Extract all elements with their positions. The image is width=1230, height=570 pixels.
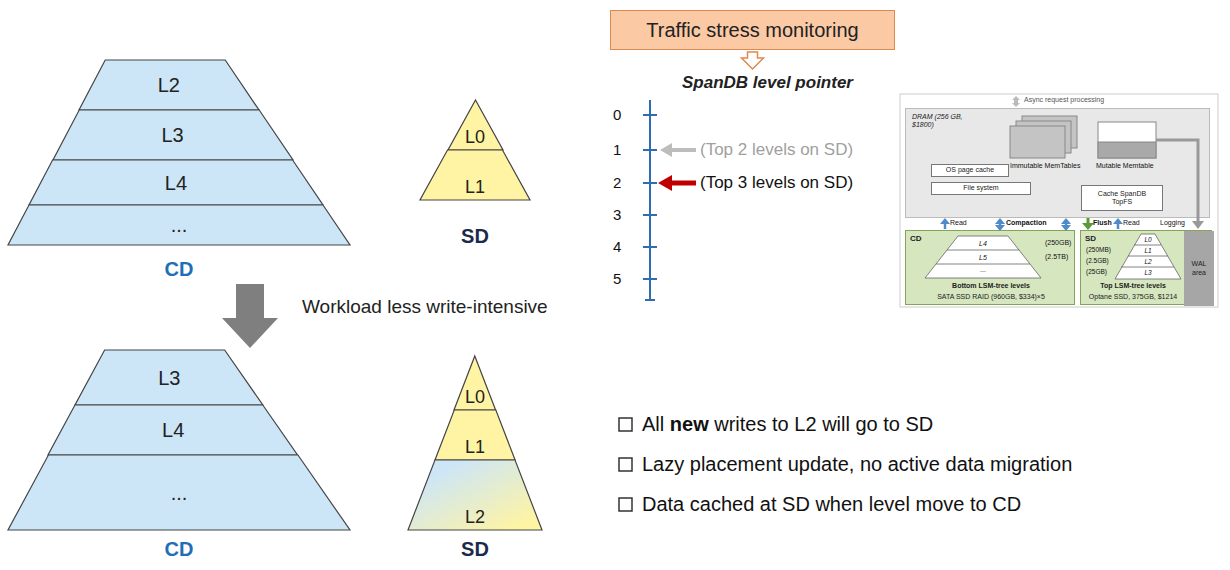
- fs-box: File system: [931, 182, 1031, 195]
- box-text: SpanDB level pointer: [682, 73, 853, 93]
- size-label: (250MB): [1086, 246, 1111, 253]
- bullet-text: Data cached at SD when level move to CD: [642, 493, 1021, 516]
- arrow-label: Flush: [1093, 219, 1112, 227]
- level-band: L3: [75, 350, 263, 405]
- level-name: L3: [158, 367, 180, 389]
- pointer-heading: SpanDB level pointer: [655, 71, 880, 95]
- pointer-note: (Top 2 levels on SD): [700, 140, 853, 160]
- level-name: ...: [171, 482, 188, 504]
- cd-level-pyramid: CD L3L4...: [8, 350, 350, 562]
- level-label: L2: [1144, 258, 1151, 265]
- level-band: ...: [8, 455, 350, 530]
- axis-tick-label: 5: [613, 270, 621, 287]
- panel-text: SD: [1085, 234, 1096, 243]
- axis-tick-label: 1: [613, 141, 621, 158]
- sd-level-triangle: SD L0L1L2: [408, 356, 542, 562]
- level-name: L1: [465, 178, 485, 198]
- box-text: OS page cache: [946, 166, 994, 174]
- edge-label: Workload less write-intensive: [300, 296, 550, 318]
- level-label: L1: [1144, 247, 1151, 254]
- inset-figure: [900, 94, 1218, 307]
- level-band: L2: [408, 460, 542, 530]
- level-band: L1: [435, 410, 515, 460]
- level-label: L0: [1144, 236, 1151, 243]
- panel-text: Top LSM-tree levels: [1081, 282, 1185, 290]
- level-name: L4: [162, 419, 184, 441]
- cache-box: OS page cache: [931, 164, 1009, 177]
- level-band: L2: [79, 60, 259, 110]
- level-label: L4: [979, 240, 987, 248]
- level-band: L3: [53, 110, 293, 160]
- wal-box: WAL area: [1184, 231, 1214, 306]
- device-label: CD: [8, 258, 350, 281]
- topfs-box: Cache SpanDB TopFS: [1081, 185, 1163, 211]
- level-band: L0: [448, 100, 503, 150]
- current-pointer-arrow: [658, 175, 696, 191]
- panel-text: CD: [910, 234, 922, 243]
- level-label: L3: [1144, 269, 1151, 276]
- inset-label: Mutable Memtable: [1096, 162, 1154, 170]
- level-label: ...: [980, 266, 986, 274]
- box-text: Cache SpanDB TopFS: [1093, 190, 1151, 206]
- axis-tick-label: 2: [613, 174, 621, 191]
- level-axis: [643, 100, 657, 300]
- pointer-note: (Top 3 levels on SD): [700, 173, 853, 193]
- bullet-box: [619, 418, 632, 511]
- box-text: Traffic stress monitoring: [646, 19, 858, 42]
- level-label: L5: [979, 254, 987, 262]
- level-band: L0: [454, 356, 496, 410]
- box-text: File system: [963, 184, 998, 192]
- level-name: L0: [465, 128, 485, 148]
- size-label: (2.5TB): [1045, 253, 1068, 261]
- level-name: L2: [158, 74, 180, 96]
- old-pointer-arrow: [660, 143, 696, 157]
- panel-text: Optane SSD, 375GB, $1214: [1081, 293, 1185, 301]
- sd-level-triangle: SD L0L1: [420, 100, 530, 250]
- device-label: CD: [8, 538, 350, 561]
- bullet-text: All new writes to L2 will go to SD: [642, 413, 933, 436]
- transition-arrow: [222, 284, 278, 348]
- bullet-text: Lazy placement update, no active data mi…: [642, 453, 1072, 476]
- level-band: L4: [29, 160, 323, 205]
- level-name: L0: [465, 388, 485, 408]
- level-name: ...: [171, 214, 188, 236]
- level-band: L4: [48, 405, 298, 455]
- arrow-label: Logging: [1160, 219, 1185, 227]
- axis-tick-label: 3: [613, 206, 621, 223]
- size-label: (2.5GB): [1086, 257, 1109, 264]
- arrow-label: Read: [1123, 219, 1140, 227]
- level-band: L1: [420, 150, 530, 200]
- level-name: L4: [165, 172, 187, 194]
- axis-tick-label: 4: [613, 238, 621, 255]
- inset-label: Async request processing: [1024, 96, 1104, 104]
- size-label: (250GB): [1045, 239, 1071, 247]
- level-band: ...: [8, 205, 350, 245]
- arrow-label: Compaction: [1006, 219, 1046, 227]
- device-label: SD: [420, 225, 530, 248]
- box-text: WAL area: [1187, 260, 1211, 276]
- panel-text: SATA SSD RAID (960GB, $334)×5: [906, 293, 1076, 301]
- monitor-box: Traffic stress monitoring: [610, 10, 895, 50]
- level-name: L3: [161, 124, 183, 146]
- panel-text: DRAM (256 GB, $1800): [912, 113, 972, 129]
- panel-text: Bottom LSM-tree levels: [906, 282, 1076, 290]
- feed-arrow: [742, 52, 764, 69]
- level-name: L1: [465, 438, 485, 458]
- cd-level-pyramid: CD L2L3L4...: [8, 60, 350, 282]
- device-label: SD: [408, 538, 542, 561]
- size-label: (25GB): [1086, 268, 1107, 275]
- arrow-label: Read: [950, 219, 967, 227]
- inset-label: Immutable MemTables: [1010, 162, 1080, 170]
- level-name: L2: [465, 508, 485, 528]
- axis-tick-label: 0: [613, 106, 621, 123]
